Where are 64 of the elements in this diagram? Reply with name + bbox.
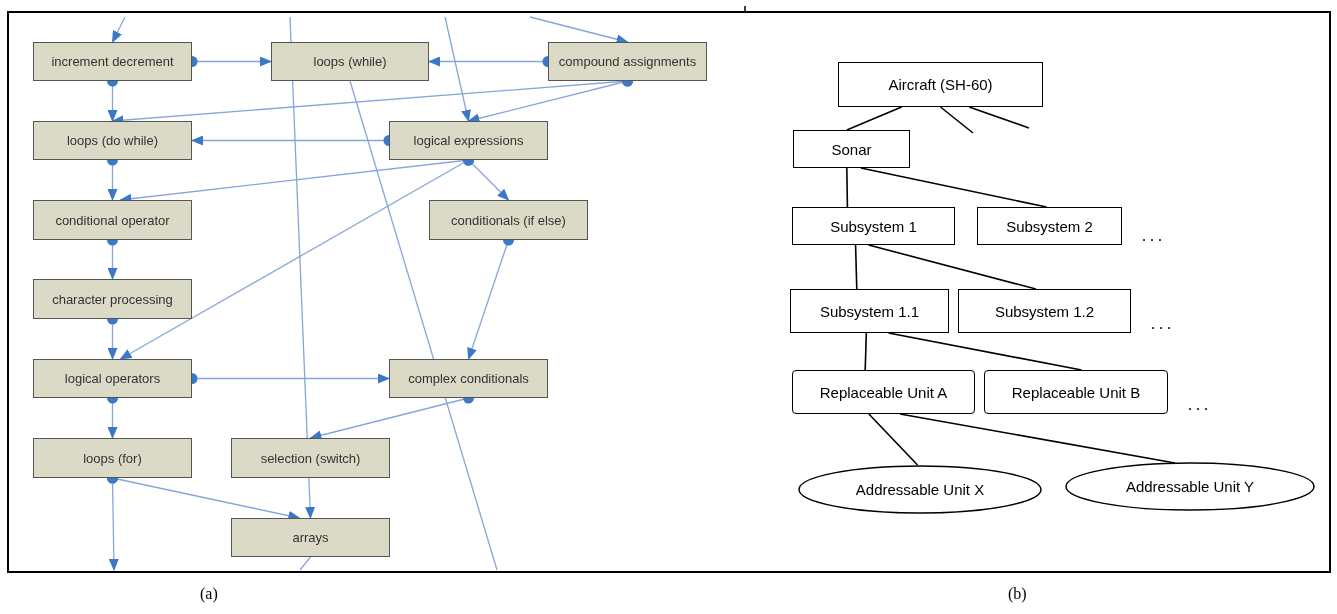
node-label: compound assignments <box>558 54 697 69</box>
node-label: selection (switch) <box>260 450 361 466</box>
component-box <box>984 370 1168 414</box>
topic-box <box>33 121 192 160</box>
connector-line <box>864 332 868 371</box>
topic-box <box>389 359 548 398</box>
connector-line <box>939 106 974 134</box>
ellipsis: . . . <box>1142 227 1162 245</box>
node-label: increment decrement <box>51 54 174 69</box>
component-box <box>793 130 910 168</box>
connector-line <box>868 413 919 466</box>
component-box <box>792 370 975 414</box>
topic-box <box>33 359 192 398</box>
node-label: Subsystem 1.2 <box>994 302 1095 320</box>
ellipse-node <box>798 465 1042 514</box>
component-box <box>790 289 949 333</box>
node-label: Aircraft (SH-60) <box>888 76 993 93</box>
connector-line <box>846 167 849 208</box>
ellipsis: . . . <box>1151 315 1171 333</box>
component-box <box>792 207 955 245</box>
node-label: Subsystem 1 <box>830 217 917 235</box>
connector-line <box>860 167 1048 208</box>
node-label: loops (while) <box>313 54 387 69</box>
component-box <box>977 207 1122 245</box>
topic-box <box>33 279 192 319</box>
topic-box <box>231 518 390 557</box>
node-label: arrays <box>292 530 329 545</box>
node-label: Subsystem 1.1 <box>819 302 920 320</box>
topic-box <box>271 42 429 81</box>
component-box <box>838 62 1043 107</box>
connector-line <box>867 244 1037 290</box>
connector-line <box>349 80 498 571</box>
arrow <box>111 16 126 43</box>
node-label: complex conditionals <box>408 371 529 386</box>
connector-line <box>887 332 1083 371</box>
node-label: conditionals (if else) <box>451 212 566 228</box>
node-label: logical expressions <box>413 133 524 148</box>
topic-box <box>33 42 192 81</box>
panel-caption: (b) <box>1008 585 1027 603</box>
node-label: loops (for) <box>83 450 142 466</box>
ellipsis: . . . <box>1188 396 1208 414</box>
topic-box <box>429 200 588 240</box>
node-label: loops (do while) <box>66 133 158 148</box>
node-label: Sonar <box>831 140 872 158</box>
node-label: Addressable Unit Y <box>1125 478 1255 495</box>
ellipse-node <box>1065 462 1315 511</box>
node-label: conditional operator <box>55 212 170 228</box>
node-label: Addressable Unit X <box>855 481 985 498</box>
topic-box <box>548 42 707 81</box>
node-label: Subsystem 2 <box>1006 217 1093 235</box>
topic-box <box>33 200 192 240</box>
node-label: character processing <box>52 291 173 307</box>
node-label: Replaceable Unit A <box>819 383 948 401</box>
arrow <box>444 16 471 122</box>
topic-box <box>231 438 390 478</box>
topic-box <box>389 121 548 160</box>
connector-line <box>968 106 1030 129</box>
component-box <box>958 289 1131 333</box>
connector-line <box>854 244 858 290</box>
node-label: Replaceable Unit B <box>1011 383 1141 401</box>
topic-box <box>33 438 192 478</box>
panel-caption: (a) <box>200 585 218 603</box>
node-label: logical operators <box>64 371 161 386</box>
connector-line <box>299 556 312 571</box>
